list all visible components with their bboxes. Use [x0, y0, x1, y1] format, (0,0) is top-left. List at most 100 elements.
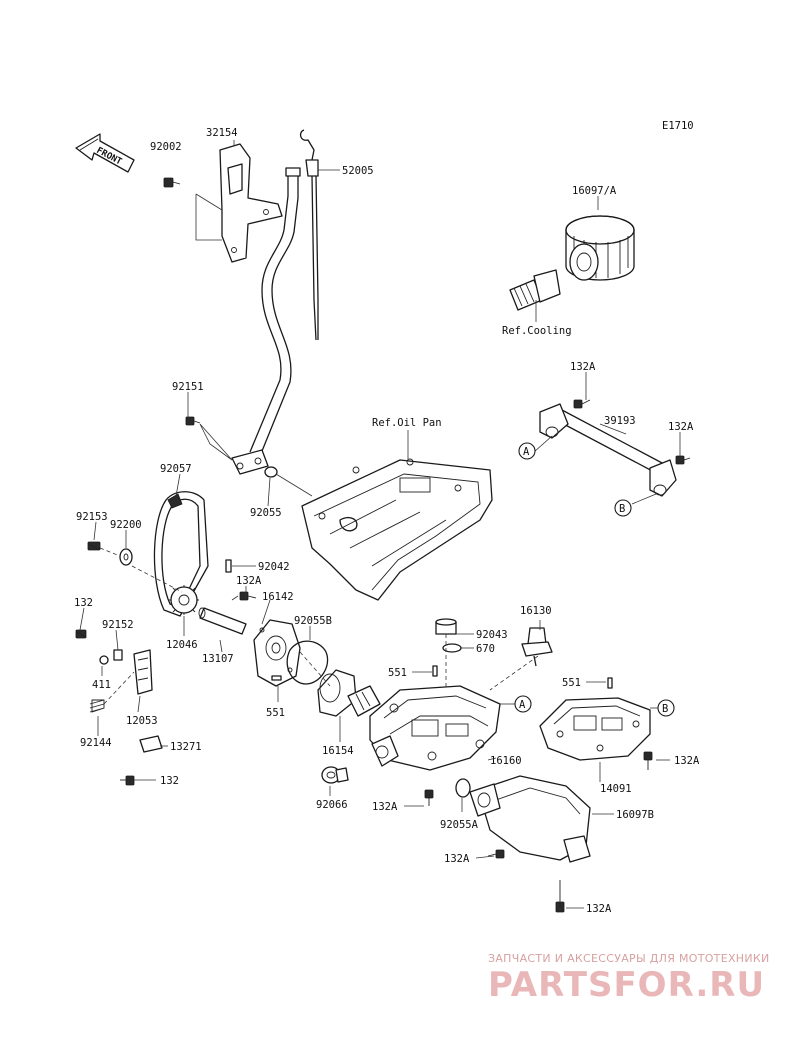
washer-411-icon [99, 655, 109, 665]
bolt-92153-icon [87, 541, 101, 551]
bolt-92002-icon [163, 177, 181, 188]
part-label: 12046 [166, 639, 198, 651]
bolt-132A-strainer-icon [424, 789, 434, 806]
part-label: 32154 [206, 127, 238, 139]
pressure-switch-16130 [521, 627, 553, 667]
pipe-bracket-32154 [219, 143, 283, 263]
part-label: 411 [92, 679, 111, 691]
strainer-16160 [369, 685, 501, 771]
oil-cooler-16097B [469, 775, 591, 863]
relief-valve-16154 [317, 669, 381, 717]
part-label: 92055B [294, 615, 332, 627]
ref-cooling-label: Ref.Cooling [502, 325, 572, 337]
part-label: 670 [476, 643, 495, 655]
part-label: 92057 [160, 463, 192, 475]
pin-551-pump-icon [271, 675, 282, 681]
part-label: 52005 [342, 165, 374, 177]
pump-shaft-13107 [198, 607, 247, 635]
sprocket-12046-icon [169, 585, 199, 615]
bolt-132-upper-icon [75, 629, 87, 639]
part-label: 16154 [322, 745, 354, 757]
spring-92144-icon [89, 699, 105, 713]
part-label: 132A [674, 755, 700, 767]
bolt-132A-pipe-right-icon [675, 455, 691, 465]
part-label: 92042 [258, 561, 290, 573]
bolt-132A-pump-icon [239, 591, 257, 601]
part-label: 92043 [476, 629, 508, 641]
bolt-132-lower-icon [120, 775, 135, 786]
part-label: 16142 [262, 591, 294, 603]
part-label: 551 [266, 707, 285, 719]
part-label: 132A [570, 361, 596, 373]
circle-ref-A-strainer: A [514, 695, 532, 713]
part-label: 92153 [76, 511, 108, 523]
watermark-logo: PARTSFOR.RU [488, 965, 765, 1005]
svg-text:B: B [619, 503, 625, 515]
pin-551-strainer-icon [432, 665, 438, 677]
watermark-tagline: ЗАПЧАСТИ И АКСЕССУАРЫ ДЛЯ МОТОТЕХНИКИ [488, 952, 770, 965]
part-label: 92066 [316, 799, 348, 811]
part-label: 132A [372, 801, 398, 813]
ref-oil-pan-label: Ref.Oil Pan [372, 417, 442, 429]
plate-13271-icon [139, 735, 163, 753]
part-label: 39193 [604, 415, 636, 427]
pin-92042-icon [225, 559, 232, 573]
front-arrow-icon [75, 133, 135, 173]
svg-text:A: A [523, 446, 530, 458]
plug-92066-icon [321, 766, 349, 784]
part-label: 16097B [616, 809, 654, 821]
part-number-labels: 92002 32154 52005 16097/A 132A 39193 132… [74, 127, 700, 915]
circle-ref-B-cover: B [657, 699, 675, 717]
part-label: 12053 [126, 715, 158, 727]
part-label: 16130 [520, 605, 552, 617]
bolt-132A-cooler-bottom-icon [555, 880, 565, 913]
part-label: 92055 [250, 507, 282, 519]
bolt-92151-icon [185, 416, 201, 426]
chain-guide-12053 [133, 649, 153, 695]
fitting-nipple [509, 269, 561, 311]
part-label: 92144 [80, 737, 112, 749]
oil-pipe [231, 167, 301, 475]
cover-14091 [539, 697, 651, 761]
svg-text:B: B [662, 703, 668, 715]
collar-92152-icon [113, 649, 123, 661]
oil-pipe-39193 [539, 403, 677, 497]
bolt-132A-cooler-left-icon [487, 849, 505, 859]
bolt-132A-pipe-top-icon [573, 399, 591, 409]
part-label: 13107 [202, 653, 234, 665]
washer-92200-icon [119, 548, 133, 566]
part-label: 132 [74, 597, 93, 609]
part-label: 551 [562, 677, 581, 689]
o-ring-92055-icon [264, 466, 278, 478]
part-label: 132 [160, 775, 179, 787]
part-label: 92200 [110, 519, 142, 531]
bolt-132A-cover-icon [643, 751, 653, 770]
part-label: 132A [444, 853, 470, 865]
part-label: 92152 [102, 619, 134, 631]
part-label: 14091 [600, 783, 632, 795]
oil-filter-16097A [565, 215, 635, 281]
gasket-92055B-icon [286, 640, 329, 685]
leader-lines [79, 140, 681, 909]
part-label: 16160 [490, 755, 522, 767]
part-label: 92151 [172, 381, 204, 393]
circle-ref-A-pipe: A [518, 442, 536, 460]
part-label: 132A [586, 903, 612, 915]
part-label: 16097/A [572, 185, 617, 197]
oil-pan-reference [301, 458, 493, 601]
svg-text:A: A [519, 699, 526, 711]
part-label: 13271 [170, 741, 202, 753]
part-label: 551 [388, 667, 407, 679]
pin-551-cover-icon [607, 677, 613, 689]
dipstick-52005 [299, 129, 319, 341]
part-label: 92055A [440, 819, 479, 831]
part-label: 132A [236, 575, 262, 587]
part-label: 132A [668, 421, 694, 433]
part-label: 92002 [150, 141, 182, 153]
diagram-code: E1710 [662, 120, 694, 132]
drive-chain-92057 [153, 491, 209, 617]
o-ring-92055A-icon [455, 778, 471, 798]
collar-92043-icon [435, 618, 457, 635]
